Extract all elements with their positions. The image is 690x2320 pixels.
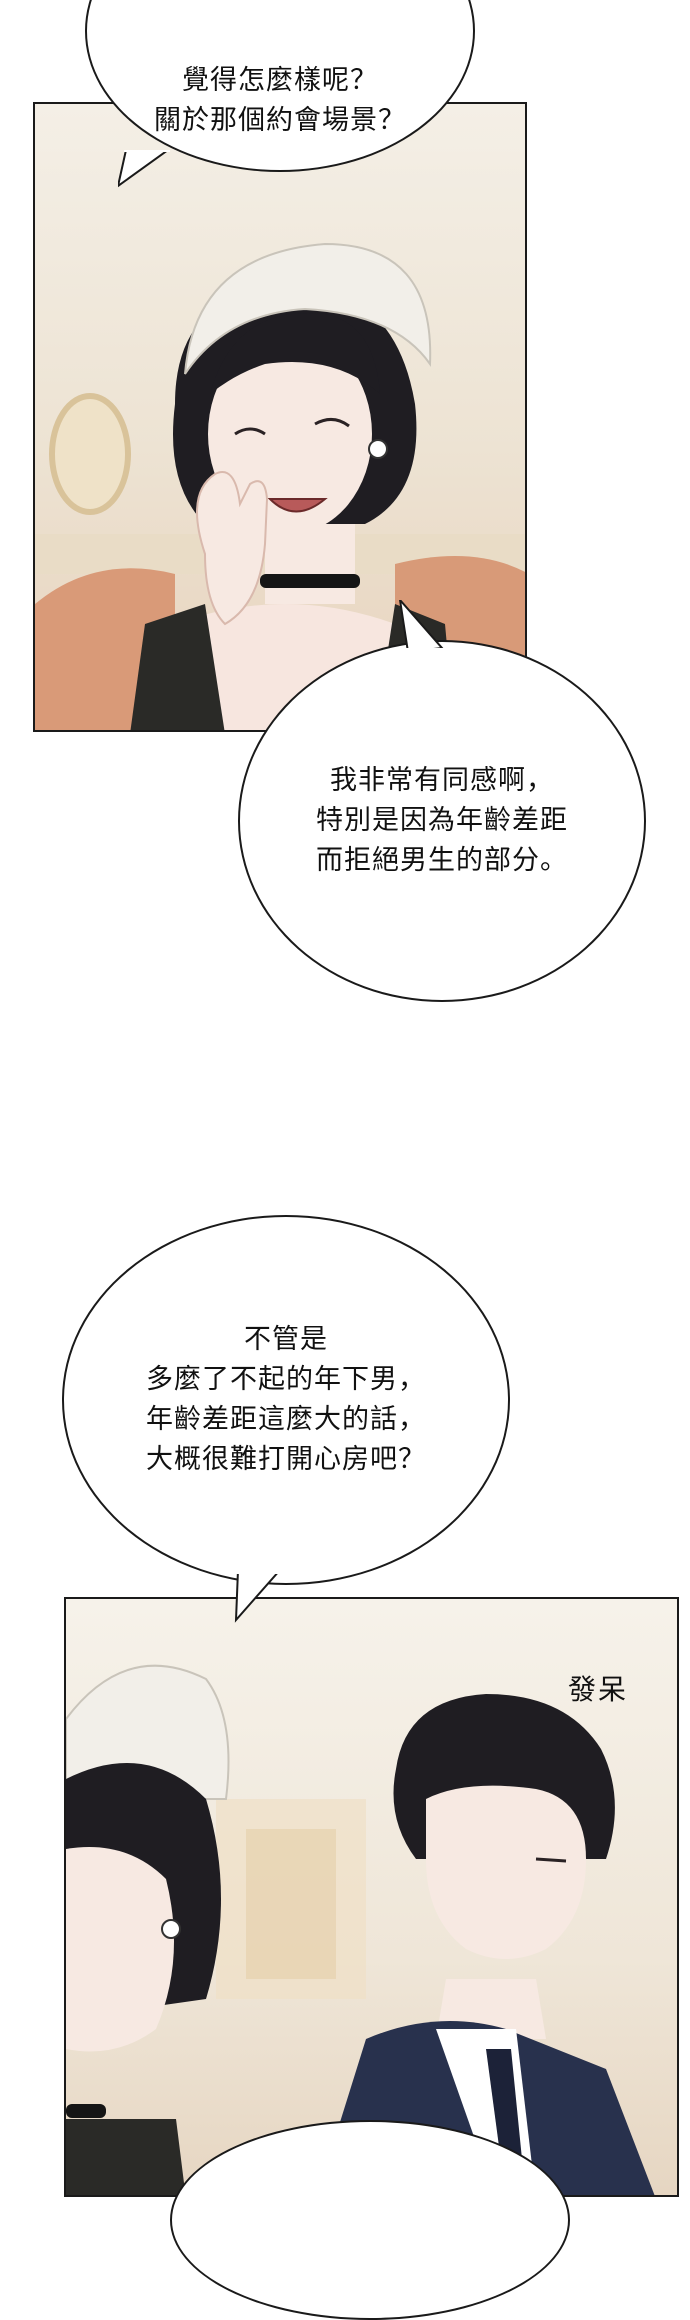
eye-right — [314, 418, 350, 428]
mirror-decor — [49, 393, 131, 515]
earring-shape — [368, 439, 388, 459]
bubble-tail-middle — [398, 600, 446, 658]
mouth-laughing — [267, 498, 328, 513]
man-face — [426, 1785, 586, 1959]
bubble-tail-top — [118, 150, 170, 188]
dress-strap-left — [130, 604, 225, 730]
sfx-daze: 發呆 — [568, 1673, 629, 1706]
bubble-tail-lower — [234, 1570, 284, 1623]
beret-shape — [184, 242, 432, 375]
speech-text-top: 覺得怎麼樣呢？ 關於那個約會場景？ — [154, 65, 406, 136]
speech-text-lower: 不管是 多麼了不起的年下男， 年齡差距這麼大的話， 大概很難打開心房吧？ — [146, 1324, 426, 1475]
panel-2-illustration — [66, 1664, 655, 2195]
panel-1-illustration — [35, 242, 525, 730]
choker-shape — [260, 574, 360, 588]
earring-shape-2 — [161, 1919, 181, 1939]
speech-bubble-middle: 我非常有同感啊， 特別是因為年齡差距 而拒絕男生的部分。 — [238, 640, 646, 1002]
eye-left — [234, 427, 266, 436]
panel-woman-and-man — [64, 1597, 679, 2197]
speech-text-middle: 我非常有同感啊， 特別是因為年齡差距 而拒絕男生的部分。 — [316, 765, 568, 876]
speech-bubble-lower: 不管是 多麼了不起的年下男， 年齡差距這麼大的話， 大概很難打開心房吧？ — [62, 1215, 510, 1585]
hand-shape — [196, 471, 269, 626]
speech-bubble-bottom — [170, 2120, 570, 2320]
woman-face-2 — [66, 1847, 174, 2052]
panel-woman-laughing — [33, 102, 527, 732]
man-eye — [535, 1857, 567, 1863]
window-decor — [246, 1829, 336, 1979]
